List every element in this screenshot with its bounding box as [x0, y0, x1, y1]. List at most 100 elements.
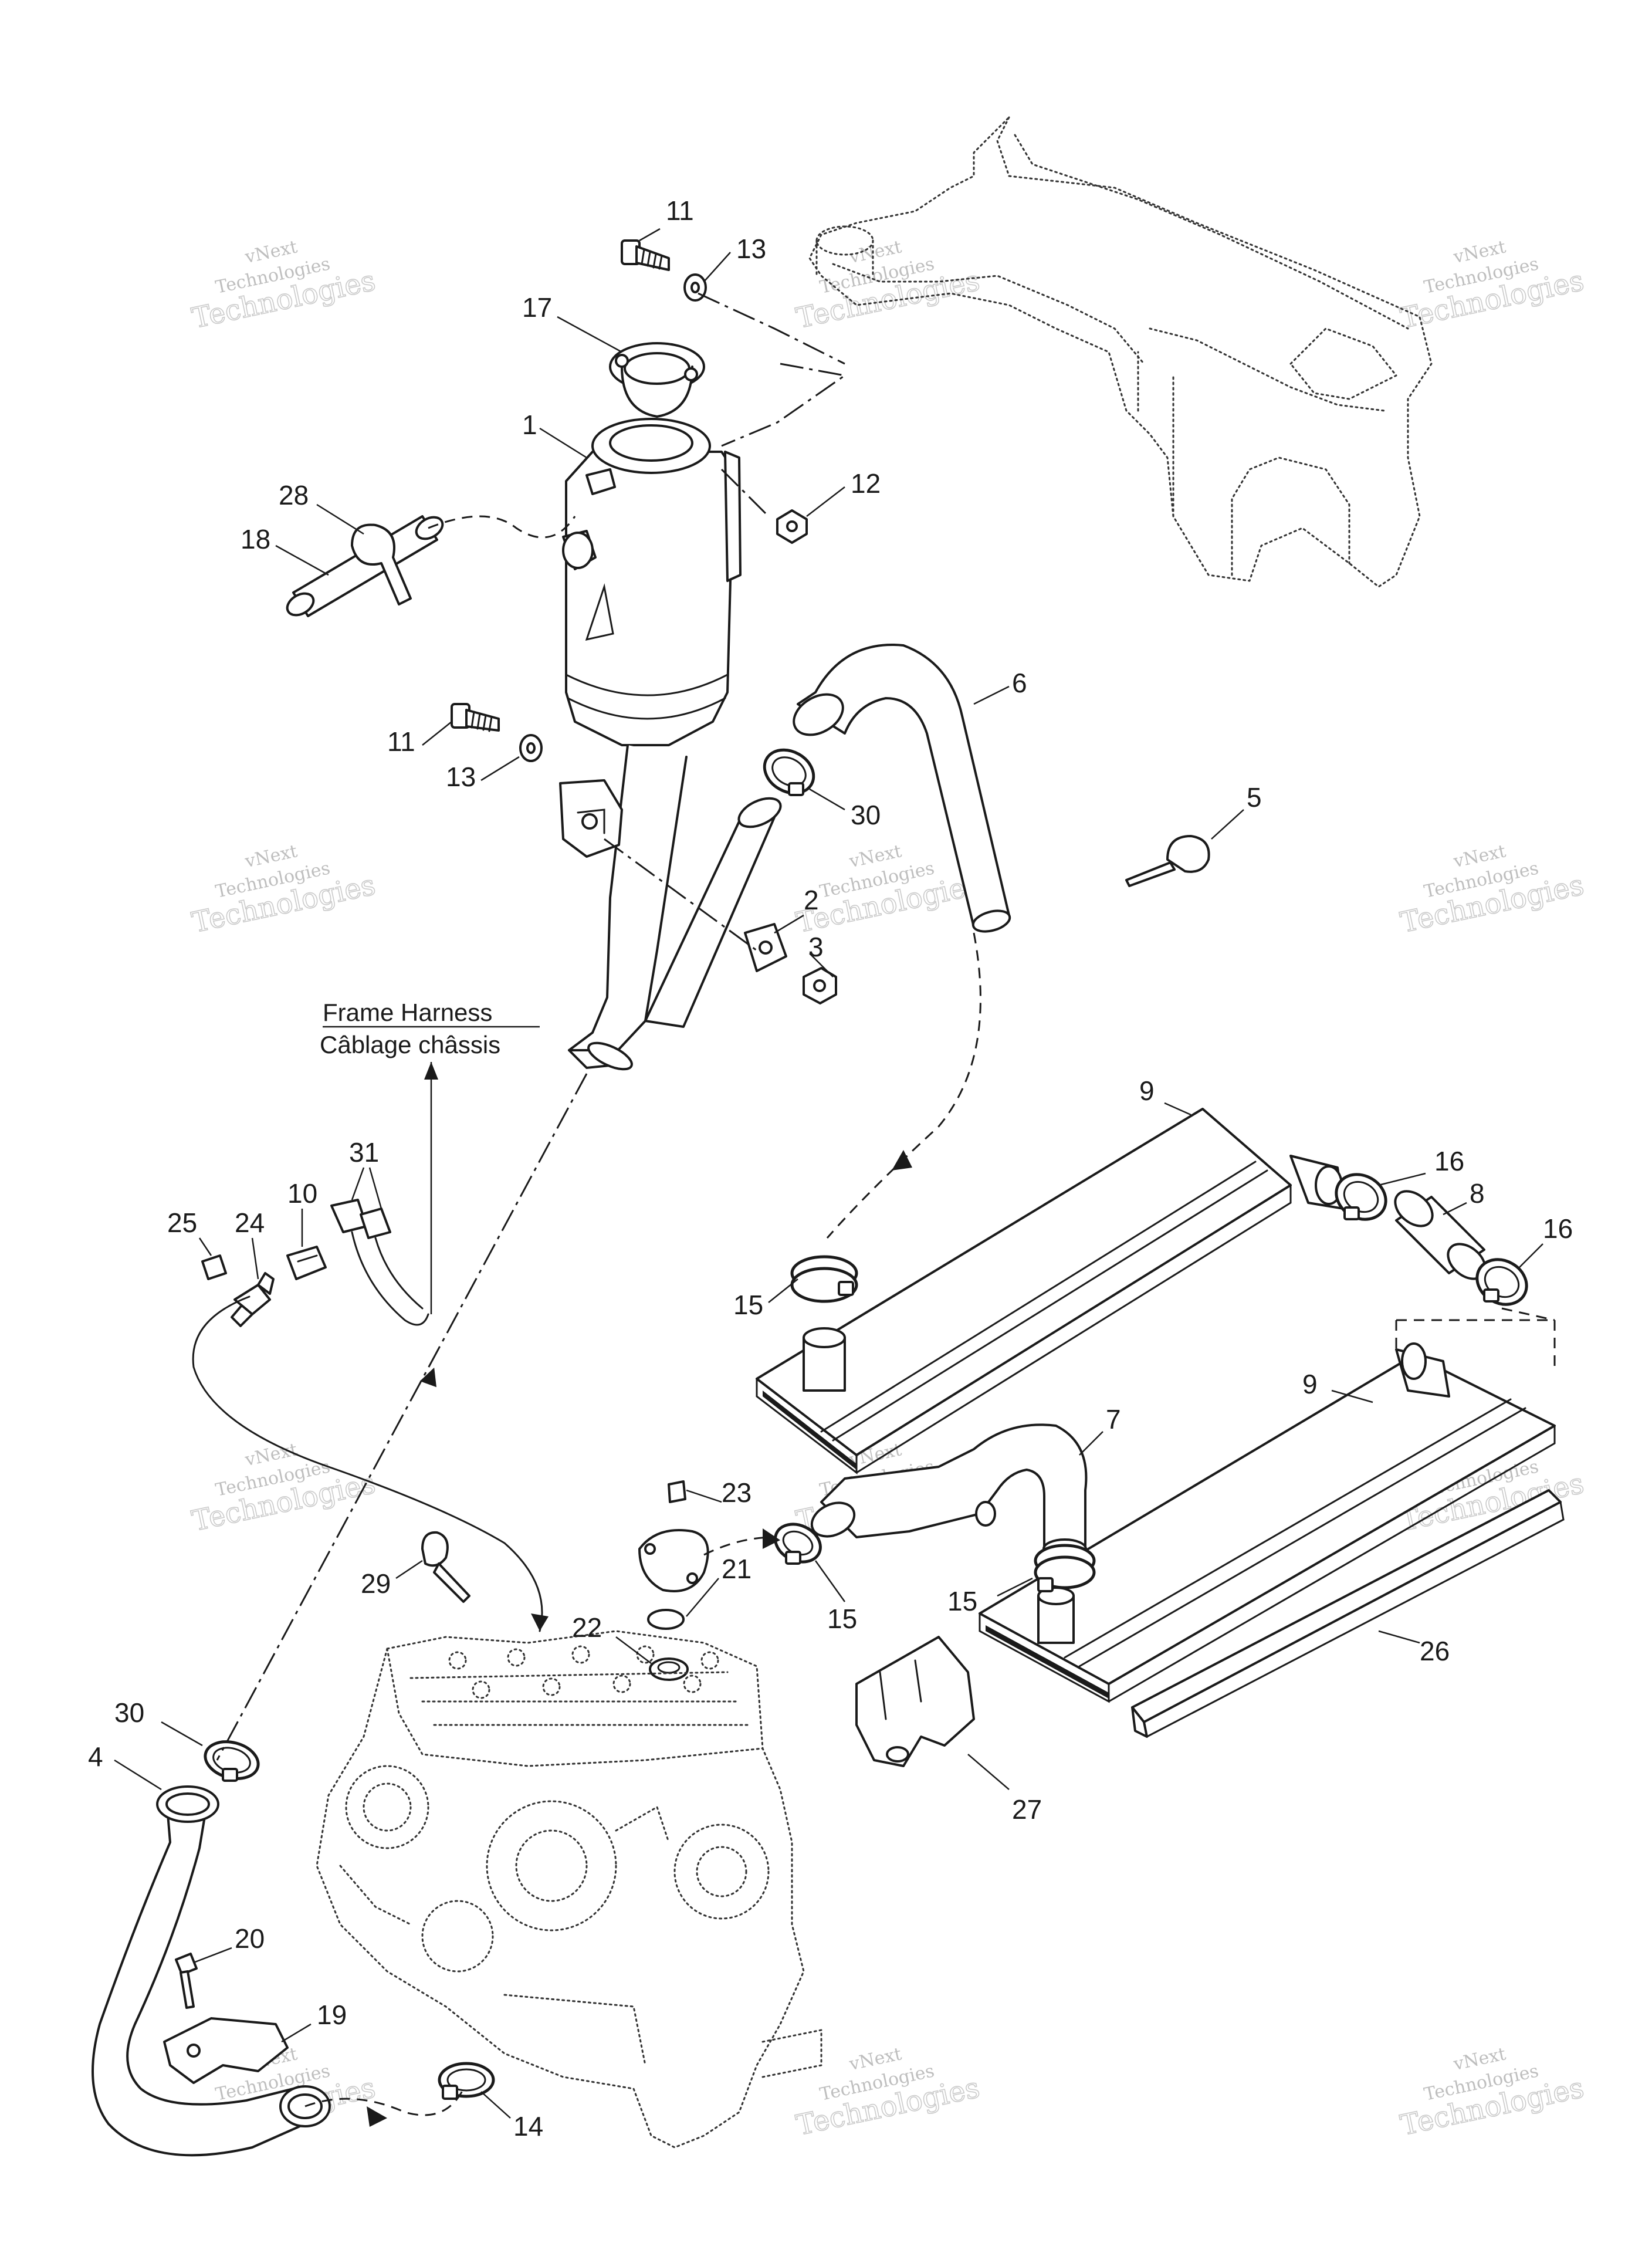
- watermark-top-right: vNext Technologies Technologies: [1397, 236, 1587, 336]
- callout-16-upper: 16: [1434, 1146, 1464, 1176]
- dashdot-bracket-link: [604, 838, 757, 952]
- flow-arrow-to-clamp: [763, 1528, 780, 1549]
- ghost-fuel-tank: [808, 116, 1433, 588]
- thermostat-housing: [638, 1529, 709, 1592]
- dash-clamp16-link: [1501, 1307, 1555, 1321]
- callout-29: 29: [361, 1568, 391, 1599]
- dash-hose4-to-clamp14: [304, 2088, 465, 2116]
- callout-8: 8: [1470, 1178, 1485, 1209]
- callout-17: 17: [522, 292, 552, 323]
- callout-30-lower: 30: [114, 1697, 144, 1728]
- support-bracket-19: [163, 2017, 289, 2084]
- cable-tie-5: [1125, 835, 1210, 887]
- temperature-sensor-24: [231, 1272, 275, 1327]
- callout-3: 3: [808, 932, 824, 962]
- callout-15-mid: 15: [827, 1604, 857, 1634]
- callout-13-top: 13: [736, 234, 766, 264]
- seal-22: [649, 1657, 689, 1681]
- callout-9-upper: 9: [1139, 1075, 1155, 1106]
- callout-24: 24: [235, 1207, 265, 1238]
- gasket-21: [647, 1609, 685, 1630]
- watermark-top-center: vNext Technologies Technologies: [793, 236, 983, 336]
- leader-lines: [114, 228, 1543, 2119]
- callout-27: 27: [1012, 1794, 1042, 1825]
- callout-4: 4: [88, 1741, 103, 1772]
- hose-clamp-30-lower: [204, 1740, 260, 1782]
- nut-3: [803, 967, 837, 1004]
- harness-label-fr: Câblage châssis: [320, 1031, 500, 1058]
- callout-2: 2: [804, 885, 819, 915]
- fitting-23: [668, 1480, 686, 1503]
- callout-22: 22: [572, 1612, 602, 1643]
- harness-arrow-head: [424, 1062, 438, 1080]
- hose-clamp-15-mid: [774, 1523, 822, 1565]
- dashdot-screw-link: [698, 292, 845, 365]
- callout-15-lower: 15: [947, 1586, 977, 1616]
- washer-13-mid: [519, 734, 543, 762]
- watermark-mid-right: vNext Technologies Technologies: [1397, 841, 1587, 940]
- callout-21: 21: [722, 1554, 751, 1584]
- callout-14: 14: [513, 2111, 543, 2142]
- watermark-bottom-right: vNext Technologies Technologies: [1397, 2044, 1587, 2143]
- flow-arrow-wire: [531, 1613, 549, 1631]
- callout-26: 26: [1420, 1636, 1450, 1666]
- callout-23: 23: [722, 1477, 751, 1508]
- reservoir-outlet-tube: [644, 797, 782, 1028]
- clip-31: [330, 1199, 429, 1326]
- reservoir-cap: [609, 342, 705, 418]
- dash-overflow-link: [428, 515, 576, 539]
- connector-10: [286, 1246, 327, 1280]
- callout-11-top: 11: [666, 195, 694, 226]
- callout-15-upper: 15: [733, 1290, 763, 1320]
- screw-11-mid: [451, 703, 500, 732]
- cable-tie-28: [351, 523, 412, 605]
- coolant-hose-4: [92, 1785, 331, 2157]
- coolant-reservoir: [559, 418, 742, 1071]
- callout-11-mid: 11: [387, 726, 415, 757]
- watermark-bottom-center: vNext Technologies Technologies: [793, 2044, 983, 2143]
- nut-plate-2: [744, 923, 787, 972]
- harness-label-en: Frame Harness: [323, 999, 492, 1026]
- hose-clamp-15-upper: [790, 1255, 858, 1303]
- hose-clamp-16-a: [1335, 1173, 1387, 1221]
- callout-28: 28: [279, 480, 309, 510]
- hose-clamp-14: [438, 2062, 495, 2100]
- hose-clamp-30-upper: [763, 748, 815, 796]
- flow-arrow-neck: [419, 1367, 436, 1388]
- washer-13-top: [683, 273, 707, 302]
- callout-6: 6: [1012, 668, 1027, 698]
- hose-clamp-16-b: [1475, 1258, 1528, 1306]
- connector-hose-8: [1394, 1190, 1487, 1280]
- nut-12: [776, 509, 808, 544]
- watermark-low-left: vNext Technologies Technologies: [189, 1439, 379, 1538]
- callout-5: 5: [1247, 782, 1262, 813]
- radiator-upper: [756, 1108, 1345, 1475]
- hose-clamp-15-lower: [1034, 1544, 1096, 1592]
- callout-25: 25: [167, 1207, 197, 1238]
- dashdot-neck-to-clamp: [216, 1073, 588, 1761]
- radiator-lower: [979, 1342, 1556, 1703]
- callout-1: 1: [522, 410, 537, 440]
- callout-19: 19: [317, 2000, 347, 2030]
- flow-arrow-to-radiator: [892, 1150, 912, 1171]
- radiator-seal-26: [1131, 1489, 1565, 1738]
- callout-7: 7: [1106, 1404, 1121, 1435]
- coolant-hose-6: [793, 644, 1011, 933]
- watermark-mid-left: vNext Technologies Technologies: [189, 841, 379, 940]
- dash-housing-to-clamp: [703, 1536, 775, 1556]
- cable-tie-29: [421, 1531, 470, 1603]
- callout-20: 20: [235, 1923, 265, 1954]
- dash-hose6-to-radiator: [826, 932, 981, 1239]
- sensor-cap-25: [201, 1254, 227, 1280]
- dashdot-cap-link: [721, 363, 847, 447]
- screw-20: [175, 1953, 198, 2009]
- callout-9-lower: 9: [1302, 1369, 1318, 1399]
- screw-11-top: [621, 239, 670, 271]
- callout-18: 18: [241, 524, 270, 554]
- callout-13-mid: 13: [446, 762, 476, 792]
- callout-16-lower: 16: [1543, 1213, 1573, 1244]
- mounting-bracket-27: [855, 1636, 975, 1767]
- callout-10: 10: [287, 1178, 317, 1209]
- flow-arrow-to-clamp14: [367, 2106, 387, 2127]
